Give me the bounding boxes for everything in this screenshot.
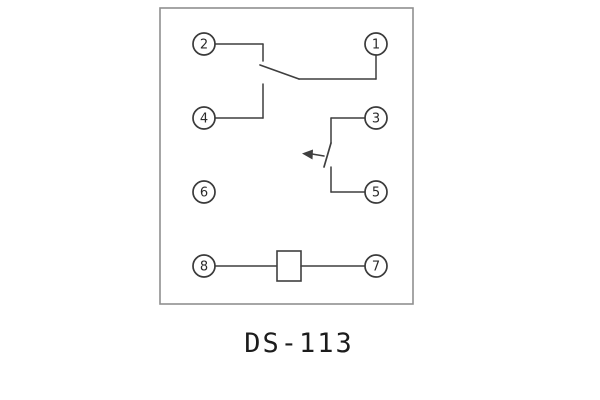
terminal-6-label: 6: [200, 186, 208, 201]
terminal-3-circle: [364, 106, 388, 130]
terminal-6-circle: [192, 180, 216, 204]
coil-symbol: [276, 250, 302, 282]
terminal-5-label: 5: [372, 186, 380, 201]
contact-group-2-1-4: [214, 43, 377, 119]
diagram-title: DS-113: [244, 328, 354, 359]
terminal-8-circle: [192, 254, 216, 278]
terminal-3: 3: [364, 106, 388, 130]
terminal-5-circle: [364, 180, 388, 204]
actuation-arrow-shaft: [311, 153, 325, 157]
terminal-2-circle: [192, 32, 216, 56]
terminal-4-circle: [192, 106, 216, 130]
terminal-7: 7: [364, 254, 388, 278]
terminal-7-circle: [364, 254, 388, 278]
relay-outline: [159, 7, 414, 305]
terminal-1-label: 1: [372, 38, 380, 53]
terminal-4: 4: [192, 106, 216, 130]
actuation-arrow-icon: [302, 149, 313, 160]
terminal-8-label: 8: [200, 260, 208, 275]
terminal-8: 8: [192, 254, 216, 278]
terminal-4-label: 4: [200, 112, 208, 127]
terminal-1-circle: [364, 32, 388, 56]
contact-group-3-5: [302, 117, 366, 193]
terminal-2: 2: [192, 32, 216, 56]
terminal-6: 6: [192, 180, 216, 204]
terminal-1: 1: [364, 32, 388, 56]
switch-blade-lower: [323, 142, 332, 168]
terminal-3-label: 3: [372, 112, 380, 127]
terminal-5: 5: [364, 180, 388, 204]
terminal-7-label: 7: [372, 260, 380, 275]
switch-blade-upper: [259, 64, 300, 80]
coil-group-8-7: [214, 250, 366, 282]
terminal-2-label: 2: [200, 38, 208, 53]
